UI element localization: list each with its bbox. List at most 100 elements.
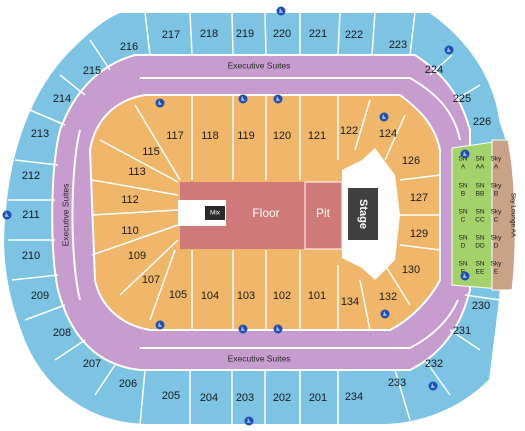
sn-section-top[interactable]: SN	[475, 183, 484, 190]
sn-section-bottom[interactable]: CC	[475, 217, 485, 224]
sn-section-top[interactable]: Sky	[491, 209, 503, 216]
section-118[interactable]: 118	[201, 130, 219, 142]
section-213[interactable]: 213	[31, 128, 49, 140]
sn-section-top[interactable]: Sky	[491, 156, 503, 163]
sn-section-top[interactable]: SN	[458, 235, 467, 242]
sn-section-bottom[interactable]: C	[461, 217, 466, 224]
sn-section-bottom[interactable]: A	[461, 164, 466, 171]
section-107[interactable]: 107	[142, 274, 160, 286]
section-113[interactable]: 113	[128, 166, 146, 178]
wheelchair-icon	[380, 309, 390, 319]
section-225[interactable]: 225	[453, 93, 471, 105]
pit-section[interactable]	[304, 181, 343, 250]
wheelchair-glyph: ♿	[157, 100, 162, 107]
sn-section-bottom[interactable]: A	[494, 164, 499, 171]
section-207[interactable]: 207	[83, 358, 101, 370]
sn-section-top[interactable]: Sky	[491, 261, 503, 268]
sn-section-bottom[interactable]: E	[494, 269, 499, 276]
sn-section-bottom[interactable]: BB	[476, 191, 485, 198]
sn-section-bottom[interactable]: D	[494, 243, 499, 250]
section-105[interactable]: 105	[169, 289, 187, 301]
stage	[348, 188, 378, 240]
section-219[interactable]: 219	[236, 28, 254, 40]
wheelchair-icon	[444, 45, 454, 55]
sn-section-top[interactable]: SN	[458, 209, 467, 216]
section-104[interactable]: 104	[201, 290, 219, 302]
sky-lounge[interactable]	[491, 139, 516, 291]
sn-section-bottom[interactable]: AA	[476, 164, 485, 171]
section-132[interactable]: 132	[379, 291, 397, 303]
section-122[interactable]: 122	[340, 125, 358, 137]
section-115[interactable]: 115	[142, 146, 160, 158]
section-201[interactable]: 201	[309, 392, 327, 404]
section-211[interactable]: 211	[22, 209, 40, 221]
section-120[interactable]: 120	[273, 130, 291, 142]
section-231[interactable]: 231	[453, 325, 471, 337]
section-203[interactable]: 203	[236, 392, 254, 404]
sky-lounge-label: Sky Lounge AA	[509, 193, 516, 238]
section-233[interactable]: 233	[388, 377, 406, 389]
section-216[interactable]: 216	[120, 41, 138, 53]
sn-section-bottom[interactable]: B	[494, 191, 498, 198]
section-217[interactable]: 217	[162, 29, 180, 41]
sn-section-bottom[interactable]: EE	[476, 269, 485, 276]
section-202[interactable]: 202	[273, 392, 291, 404]
section-101[interactable]: 101	[308, 290, 326, 302]
sn-section-top[interactable]: SN	[458, 183, 467, 190]
sn-section-top[interactable]: Sky	[491, 235, 503, 242]
section-224[interactable]: 224	[425, 64, 443, 76]
section-230[interactable]: 230	[472, 300, 490, 312]
section-130[interactable]: 130	[402, 264, 420, 276]
section-109[interactable]: 109	[128, 250, 146, 262]
section-103[interactable]: 103	[237, 290, 255, 302]
section-112[interactable]: 112	[121, 194, 139, 206]
section-124[interactable]: 124	[379, 128, 397, 140]
section-220[interactable]: 220	[273, 28, 291, 40]
section-205[interactable]: 205	[162, 390, 180, 402]
section-121[interactable]: 121	[308, 130, 326, 142]
section-222[interactable]: 222	[345, 29, 363, 41]
section-226[interactable]: 226	[473, 116, 491, 128]
section-129[interactable]: 129	[410, 228, 428, 240]
sn-section-top[interactable]: SN	[475, 209, 484, 216]
sn-section-top[interactable]: SN	[458, 261, 467, 268]
sn-section-bottom[interactable]: B	[461, 191, 465, 198]
section-223[interactable]: 223	[389, 39, 407, 51]
sn-section-top[interactable]: SN	[475, 261, 484, 268]
section-218[interactable]: 218	[200, 28, 218, 40]
sn-section-top[interactable]: SN	[475, 235, 484, 242]
section-234[interactable]: 234	[345, 391, 363, 403]
sn-section-top[interactable]: SN	[475, 156, 484, 163]
floor-label: Floor	[252, 206, 279, 220]
section-215[interactable]: 215	[83, 65, 101, 77]
section-204[interactable]: 204	[200, 392, 218, 404]
wheelchair-glyph: ♿	[381, 114, 386, 121]
wheelchair-glyph: ♿	[275, 96, 280, 103]
section-208[interactable]: 208	[53, 327, 71, 339]
section-206[interactable]: 206	[119, 378, 137, 390]
wheelchair-glyph: ♿	[462, 273, 467, 280]
sn-section-bottom[interactable]: C	[494, 217, 499, 224]
wheelchair-icon	[273, 324, 283, 334]
wheelchair-icon	[155, 320, 165, 330]
wheelchair-glyph: ♿	[275, 326, 280, 333]
wheelchair-glyph: ♿	[240, 96, 245, 103]
sn-section-top[interactable]: SN	[458, 156, 467, 163]
section-134[interactable]: 134	[341, 296, 359, 308]
section-127[interactable]: 127	[410, 192, 428, 204]
section-232[interactable]: 232	[425, 358, 443, 370]
section-117[interactable]: 117	[166, 130, 184, 142]
section-209[interactable]: 209	[31, 290, 49, 302]
section-126[interactable]: 126	[402, 155, 420, 167]
section-221[interactable]: 221	[309, 28, 327, 40]
section-210[interactable]: 210	[22, 250, 40, 262]
sn-section-bottom[interactable]: D	[461, 243, 466, 250]
section-110[interactable]: 110	[121, 225, 139, 237]
section-119[interactable]: 119	[237, 130, 255, 142]
sn-section-top[interactable]: Sky	[491, 183, 503, 190]
section-102[interactable]: 102	[273, 290, 291, 302]
sn-section-bottom[interactable]: DD	[475, 243, 485, 250]
section-214[interactable]: 214	[53, 93, 71, 105]
section-212[interactable]: 212	[22, 170, 40, 182]
